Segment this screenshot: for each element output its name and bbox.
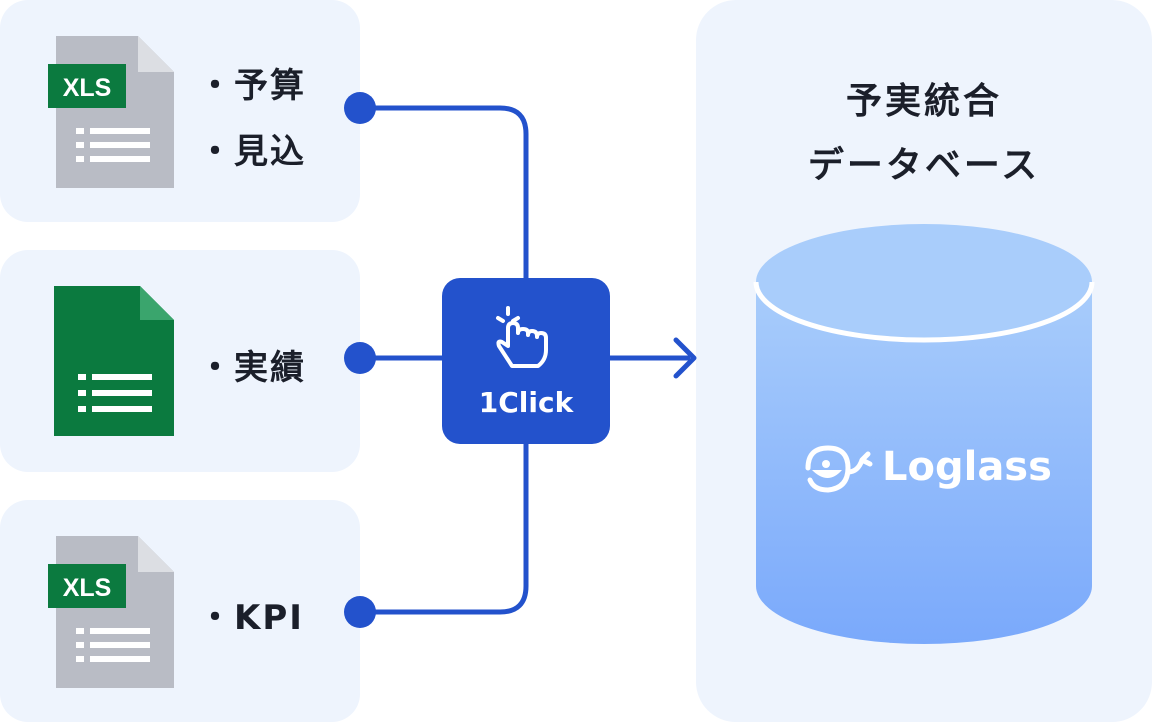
database-title-line1: 予実統合	[845, 81, 1002, 122]
connector-top	[360, 105, 529, 290]
database-title-line2: データベース	[807, 145, 1041, 186]
tap-hand-icon	[496, 306, 548, 368]
one-click-button[interactable]: 1Click	[442, 278, 610, 444]
connector-dot-middle	[344, 342, 376, 374]
brand-logo: Loglass	[800, 440, 1060, 500]
spreadsheet-file-icon	[54, 286, 174, 436]
connector-bottom	[360, 430, 529, 615]
xls-file-icon: XLS	[48, 36, 174, 188]
label-forecast: ・見込	[198, 132, 306, 172]
whale-logo-icon	[805, 445, 873, 493]
label-actuals: ・実績	[198, 348, 306, 388]
xls-badge: XLS	[63, 574, 112, 602]
xls-badge: XLS	[63, 74, 112, 102]
label-budget: ・予算	[198, 66, 306, 106]
one-click-label: 1Click	[478, 386, 574, 419]
arrow-head-icon	[673, 337, 697, 379]
xls-file-icon: XLS	[48, 536, 174, 688]
connector-dot-bottom	[344, 596, 376, 628]
brand-name: Loglass	[882, 444, 1052, 490]
database-cylinder-icon	[753, 224, 1095, 644]
label-kpi: ・KPI	[198, 598, 304, 638]
connector-dot-top	[344, 92, 376, 124]
